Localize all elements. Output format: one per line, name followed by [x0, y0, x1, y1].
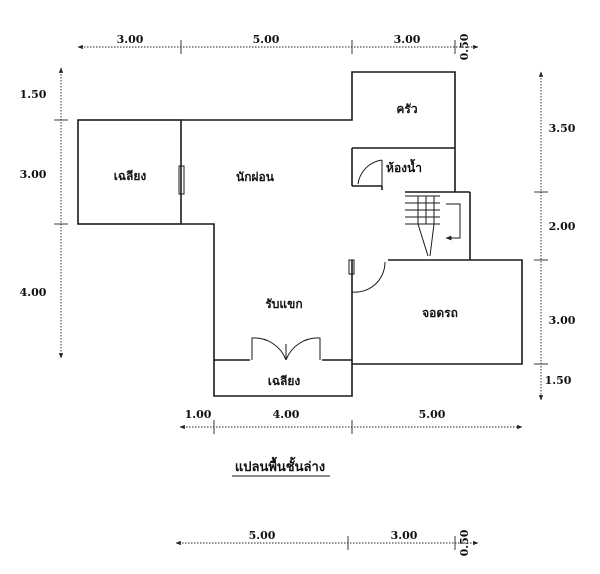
- dim-top-1: 3.00: [117, 33, 144, 46]
- bottom-porch-label: เฉลียง: [268, 374, 301, 388]
- plan-caption-text: แปลนพื้นชั้นล่าง: [235, 456, 325, 475]
- dim-bottom-2: 3.00: [391, 529, 418, 542]
- dim-left-2: 3.00: [20, 168, 47, 181]
- bottom-dimension-line: 5.00 3.00 0.50: [175, 529, 479, 556]
- room-labels: ครัว ห้องน้ำ นักผ่อน เฉลียง รับแขก จอดรถ…: [114, 102, 458, 388]
- living-room-label: นักผ่อน: [236, 170, 275, 184]
- kitchen-label: ครัว: [396, 102, 417, 116]
- dim-top-2: 5.00: [253, 33, 280, 46]
- dim-below-3: 5.00: [419, 408, 446, 421]
- dim-left-3: 4.00: [20, 286, 47, 299]
- dim-bottom-1: 5.00: [249, 529, 276, 542]
- right-dimension-line: 3.50 2.00 3.00 1.50: [534, 71, 576, 401]
- dim-left-1: 1.50: [20, 88, 47, 101]
- dim-below-2: 4.00: [273, 408, 300, 421]
- dim-top-3: 3.00: [394, 33, 421, 46]
- dim-below-1: 1.00: [185, 408, 212, 421]
- dim-right-4: 1.50: [545, 374, 572, 387]
- staircase: [405, 195, 461, 257]
- below-dimension-line: 1.00 4.00 5.00: [179, 408, 523, 434]
- reception-label: รับแขก: [265, 297, 302, 311]
- walls: [77, 71, 523, 397]
- doors: [178, 159, 386, 361]
- garage-label: จอดรถ: [422, 306, 458, 320]
- top-dimension-line: 3.00 5.00 3.00 0.50: [77, 33, 479, 60]
- left-porch-label: เฉลียง: [114, 169, 147, 183]
- dim-right-3: 3.00: [549, 314, 576, 327]
- dim-bottom-3: 0.50: [458, 529, 471, 556]
- plan-caption: แปลนพื้นชั้นล่าง: [232, 456, 330, 477]
- dim-right-2: 2.00: [549, 220, 576, 233]
- dim-top-4: 0.50: [458, 33, 471, 60]
- bathroom-label: ห้องน้ำ: [386, 158, 422, 175]
- dim-right-1: 3.50: [549, 122, 576, 135]
- left-dimension-line: 1.50 3.00 4.00: [20, 67, 68, 359]
